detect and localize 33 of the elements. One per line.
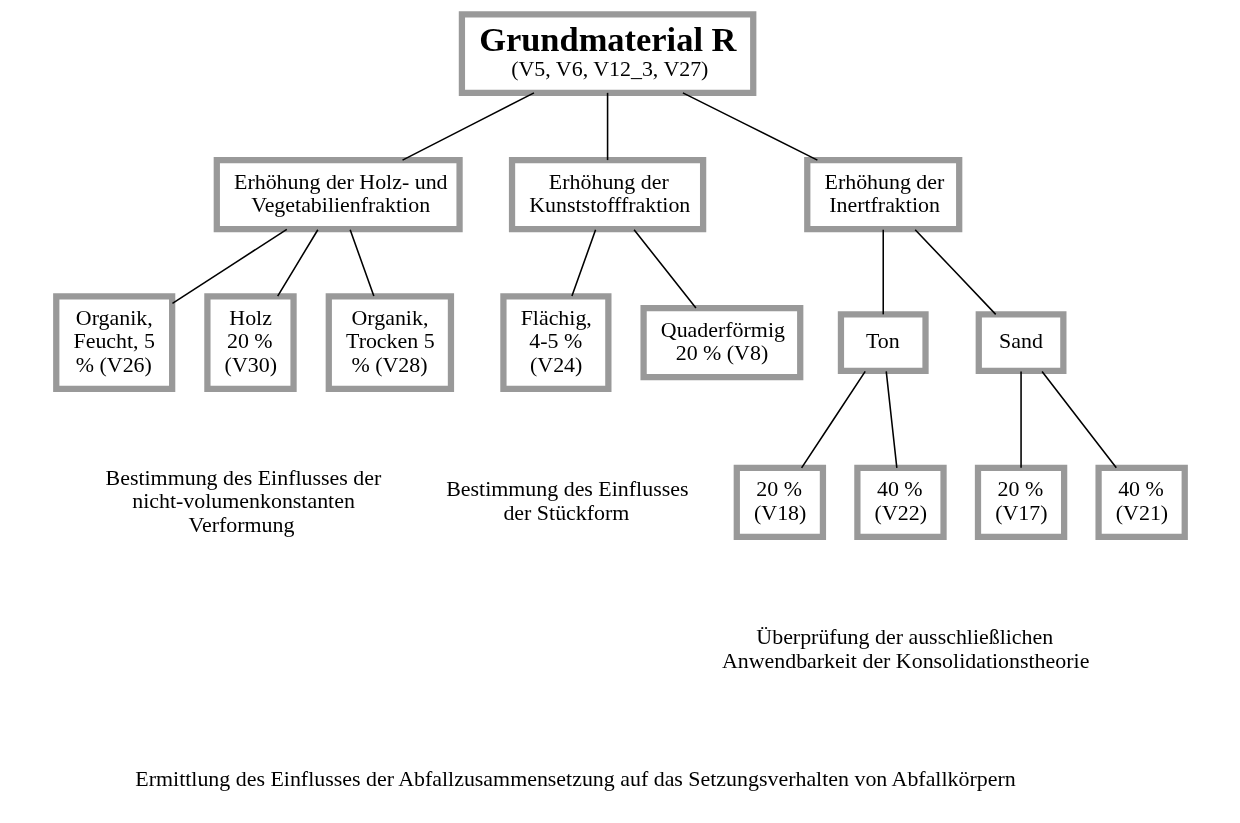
connector <box>884 370 898 469</box>
node-box: Grundmaterial R (V5, V6, V12_3, V27) <box>458 11 756 96</box>
node-box: Quaderförmig 20 % (V8) <box>639 305 803 381</box>
node-box: Erhöhung der Inertfraktion <box>803 157 962 233</box>
node-box: Organik, Trocken 5 % (V28) <box>325 293 454 392</box>
node-box: Sand <box>975 311 1066 374</box>
node-box: Flächig, 4-5 % (V24) <box>499 293 611 392</box>
connector <box>881 228 884 316</box>
node-box: 40 % (V22) <box>853 464 947 540</box>
node-box: 20 % (V18) <box>733 464 826 540</box>
connector <box>1040 370 1117 469</box>
node-box: Organik, Feucht, 5 % (V26) <box>52 293 175 392</box>
node-box: Erhöhung der Kunststofffraktion <box>508 157 706 233</box>
connector <box>606 92 608 161</box>
connector <box>1019 370 1022 469</box>
label: Bestimmung des Einflusses der Stückform <box>445 476 688 525</box>
connector <box>632 228 697 309</box>
connector <box>348 228 375 297</box>
node-box: 40 % (V21) <box>1094 464 1188 540</box>
connector <box>171 228 288 305</box>
node-box: 20 % (V17) <box>974 464 1067 540</box>
connector <box>681 92 818 161</box>
connector <box>800 370 866 469</box>
connector <box>570 228 596 297</box>
connector <box>276 228 319 297</box>
node-box: Erhöhung der Holz- und Vegetabilienfraktion <box>213 157 463 233</box>
label: Bestimmung des Einflusses der nicht-volumenkonstanten Verformung <box>105 464 381 537</box>
connector <box>913 228 996 316</box>
node-box: Holz 20 % (V30) <box>203 293 297 392</box>
node-box: Ton <box>837 311 929 374</box>
label: Überprüfung der ausschließlichen Anwendbarkeit der Konsolidationstheorie <box>721 624 1089 673</box>
label: Ermittlung des Einflusses der Abfallzusammensetzung auf das Setzungsverhalten von Abfallkörpern <box>134 766 1016 792</box>
connector <box>401 92 535 161</box>
